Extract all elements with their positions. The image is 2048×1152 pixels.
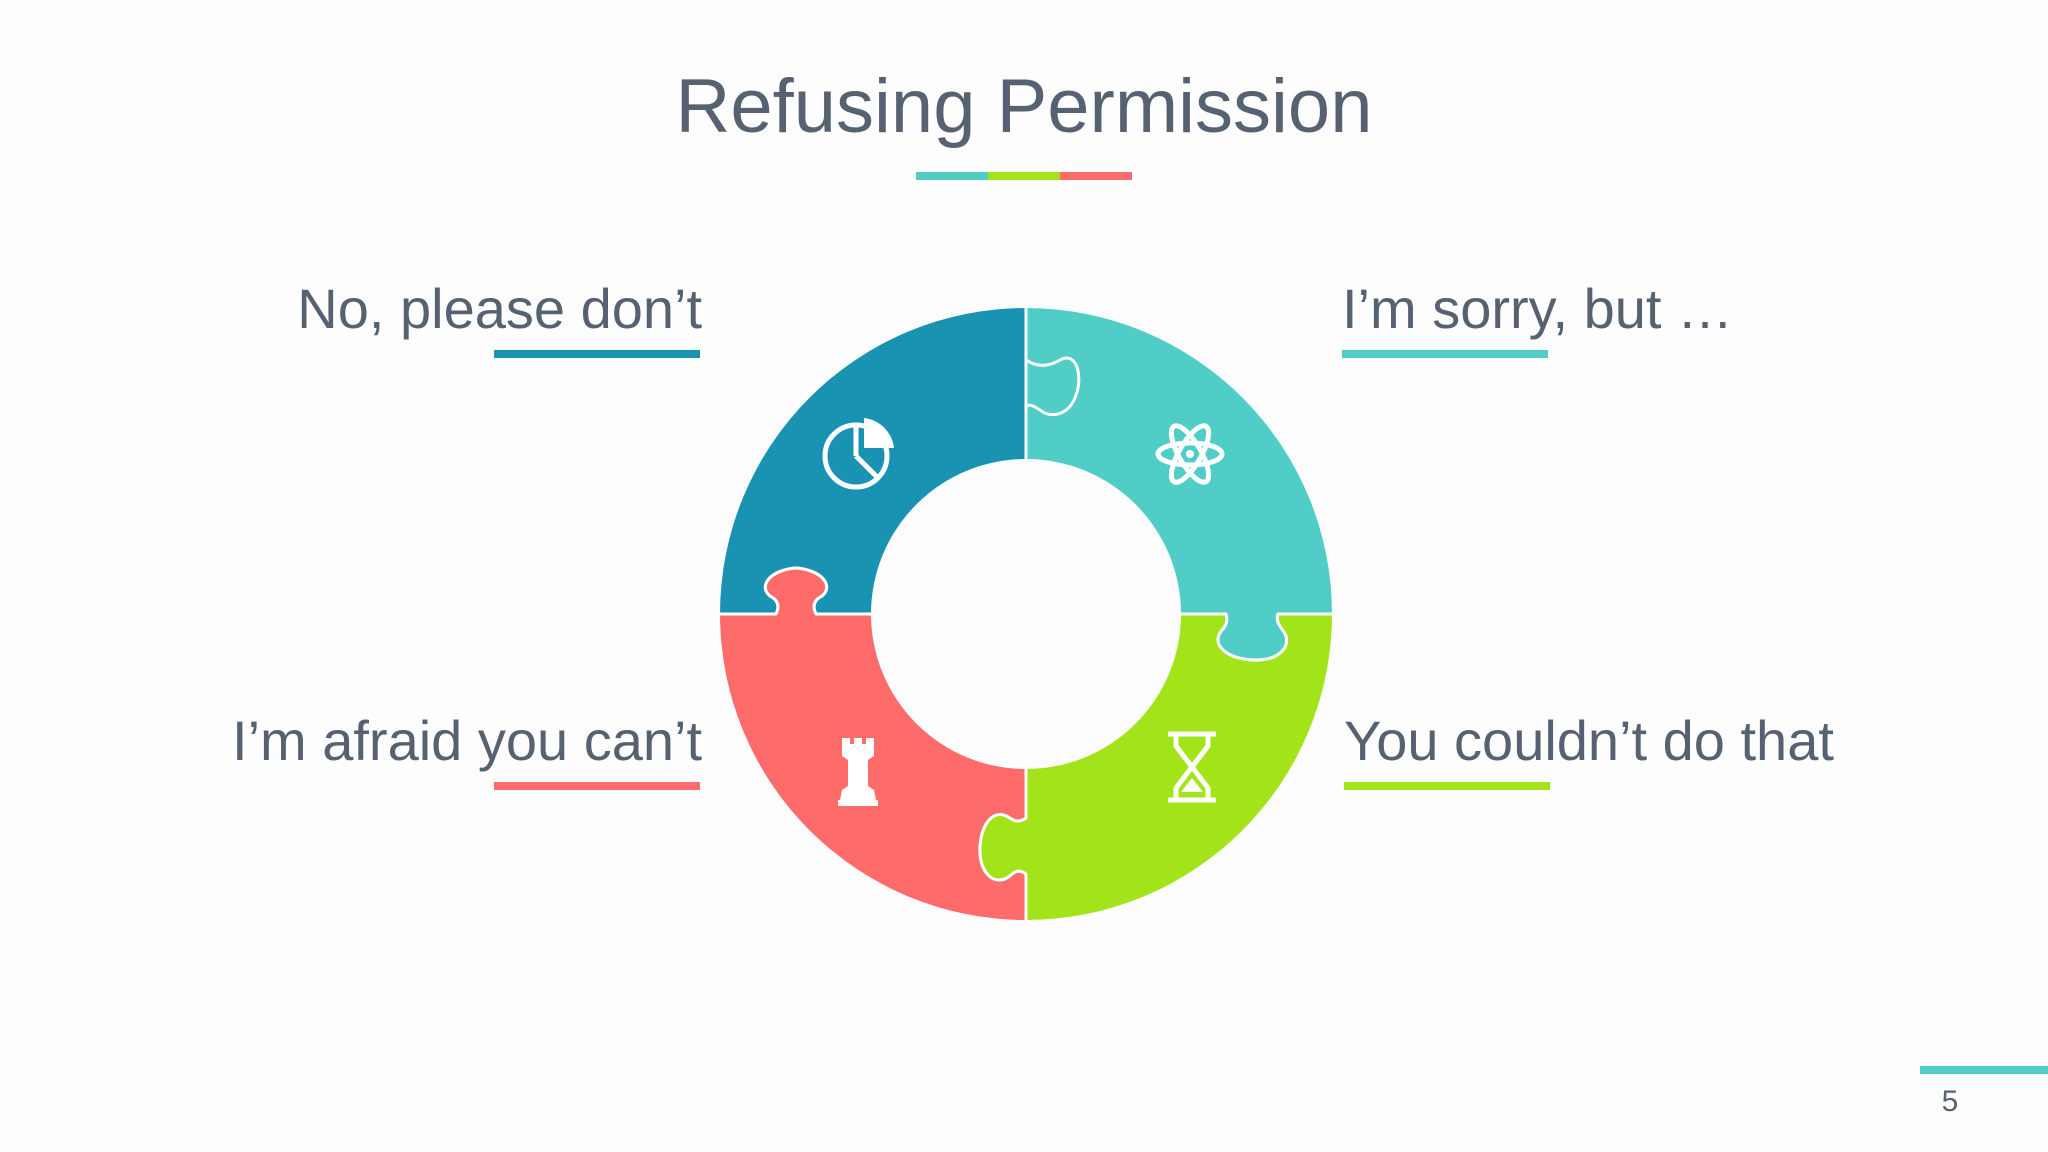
corner-accent-rule (1920, 1066, 2048, 1074)
label-rule-no-please-dont (494, 350, 700, 358)
quadrant-bottom-right (978, 612, 1352, 932)
label-im-sorry-but: I’m sorry, but … (1342, 277, 1734, 340)
title-rule-teal (916, 172, 988, 180)
slide-title: Refusing Permission (675, 64, 1373, 149)
pie-chart-icon (822, 418, 894, 490)
atom-icon (1155, 423, 1225, 485)
chess-rook-icon (838, 738, 878, 806)
label-im-afraid-you-cant: I’m afraid you can’t (232, 709, 702, 772)
hourglass-icon (1168, 731, 1216, 803)
title-rule-green (988, 172, 1060, 180)
label-no-please-dont: No, please don’t (297, 277, 702, 340)
page-number: 5 (1941, 1085, 1959, 1118)
label-rule-im-sorry-but (1342, 350, 1548, 358)
label-you-couldnt-do-that: You couldn’t do that (1344, 709, 1834, 772)
label-rule-you-couldnt-do-that (1344, 782, 1550, 790)
quadrant-top-right (1024, 298, 1352, 662)
title-rule-coral (1060, 172, 1132, 180)
label-rule-im-afraid-you-cant (494, 782, 700, 790)
